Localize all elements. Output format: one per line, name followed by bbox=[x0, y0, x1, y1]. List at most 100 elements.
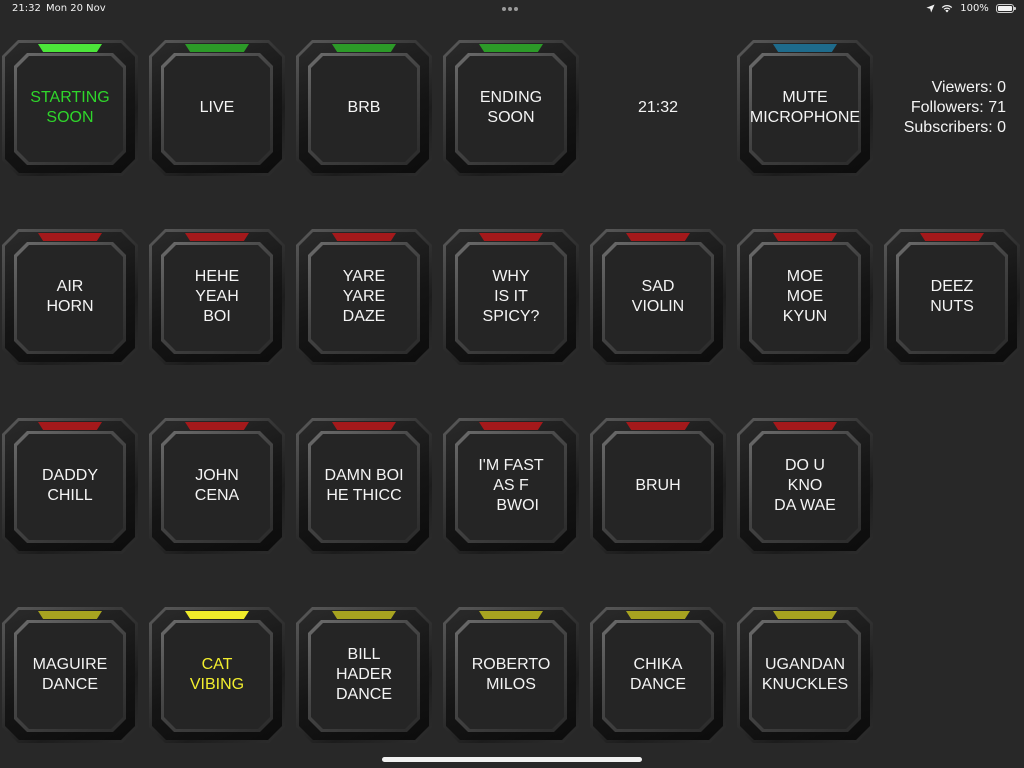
key-led-indicator bbox=[185, 233, 249, 241]
key-face bbox=[164, 245, 270, 351]
key-led-indicator bbox=[773, 611, 837, 619]
key-led-indicator bbox=[38, 44, 102, 52]
home-indicator[interactable] bbox=[382, 757, 642, 762]
key-label: BRUH bbox=[635, 477, 681, 494]
key-led-indicator bbox=[332, 422, 396, 430]
maguire-dance-button[interactable]: MAGUIRE DANCE bbox=[2, 607, 138, 743]
ending-soon-button[interactable]: ENDING SOON bbox=[443, 40, 579, 176]
key-led-indicator bbox=[38, 422, 102, 430]
status-date: Mon 20 Nov bbox=[46, 3, 106, 14]
key-led-indicator bbox=[920, 233, 984, 241]
do-u-kno-da-wae-button[interactable]: DO U KNO DA WAE bbox=[737, 418, 873, 554]
im-fast-as-f-bwoi-button[interactable]: I'M FAST AS F BWOI bbox=[443, 418, 579, 554]
wifi-icon bbox=[941, 4, 953, 13]
key-label: AIR HORN bbox=[46, 278, 94, 315]
key-face bbox=[311, 623, 417, 729]
key-label: ENDING SOON bbox=[479, 89, 543, 126]
key-led-indicator bbox=[626, 422, 690, 430]
viewers-count: Viewers: 0 bbox=[931, 79, 1006, 96]
key-led-indicator bbox=[479, 233, 543, 241]
deez-nuts-button[interactable]: DEEZ NUTS bbox=[884, 229, 1020, 365]
key-label: MOE MOE KYUN bbox=[782, 268, 828, 325]
key-label: DO U KNO DA WAE bbox=[774, 457, 836, 514]
yare-yare-daze-button[interactable]: YARE YARE DAZE bbox=[296, 229, 432, 365]
key-label: I'M FAST AS F BWOI bbox=[478, 457, 544, 514]
hehe-yeah-boi-button[interactable]: HEHE YEAH BOI bbox=[149, 229, 285, 365]
key-face bbox=[17, 434, 123, 540]
key-face bbox=[752, 245, 858, 351]
key-led-indicator bbox=[479, 611, 543, 619]
key-led-indicator bbox=[185, 422, 249, 430]
cat-vibing-button[interactable]: CAT VIBING bbox=[149, 607, 285, 743]
mute-microphone-button[interactable]: MUTE MICROPHONE bbox=[737, 40, 873, 176]
key-label: STARTING SOON bbox=[30, 89, 110, 126]
key-label: JOHN CENA bbox=[194, 467, 240, 504]
key-face bbox=[164, 434, 270, 540]
key-led-indicator bbox=[38, 611, 102, 619]
key-label: MUTE MICROPHONE bbox=[749, 89, 861, 126]
key-face bbox=[752, 623, 858, 729]
key-label: DADDY CHILL bbox=[41, 467, 98, 504]
key-label: BILL HADER DANCE bbox=[335, 646, 392, 703]
key-face bbox=[164, 56, 270, 162]
key-led-indicator bbox=[773, 44, 837, 52]
bruh-button[interactable]: BRUH bbox=[590, 418, 726, 554]
key-face bbox=[605, 434, 711, 540]
key-label: BRB bbox=[347, 99, 381, 116]
status-indicators: 100% bbox=[926, 3, 1016, 15]
key-label: WHY IS IT SPICY? bbox=[482, 268, 540, 325]
key-label: DEEZ NUTS bbox=[930, 278, 974, 315]
key-face bbox=[605, 245, 711, 351]
key-face bbox=[311, 56, 417, 162]
key-led-indicator bbox=[38, 233, 102, 241]
key-label: UGANDAN KNUCKLES bbox=[761, 656, 849, 693]
key-face bbox=[311, 434, 417, 540]
key-led-indicator bbox=[773, 233, 837, 241]
key-label: CHIKA DANCE bbox=[629, 656, 686, 693]
key-face bbox=[17, 56, 123, 162]
key-label: SAD VIOLIN bbox=[631, 278, 685, 315]
damn-boi-he-thicc-button[interactable]: DAMN BOI HE THICC bbox=[296, 418, 432, 554]
key-led-indicator bbox=[773, 422, 837, 430]
key-face bbox=[752, 434, 858, 540]
ugandan-knuckles-button[interactable]: UGANDAN KNUCKLES bbox=[737, 607, 873, 743]
subscribers-count: Subscribers: 0 bbox=[903, 119, 1006, 136]
key-face bbox=[311, 245, 417, 351]
roberto-milos-button[interactable]: ROBERTO MILOS bbox=[443, 607, 579, 743]
battery-icon bbox=[996, 4, 1016, 13]
bill-hader-dance-button[interactable]: BILL HADER DANCE bbox=[296, 607, 432, 743]
key-led-indicator bbox=[185, 44, 249, 52]
key-label: CAT VIBING bbox=[189, 656, 245, 693]
key-led-indicator bbox=[332, 233, 396, 241]
clock-display: 21:32 bbox=[637, 99, 679, 116]
live-button[interactable]: LIVE bbox=[149, 40, 285, 176]
brb-button[interactable]: BRB bbox=[296, 40, 432, 176]
multitasking-dots-icon[interactable] bbox=[502, 7, 522, 11]
daddy-chill-button[interactable]: DADDY CHILL bbox=[2, 418, 138, 554]
sad-violin-button[interactable]: SAD VIOLIN bbox=[590, 229, 726, 365]
key-led-indicator bbox=[479, 44, 543, 52]
why-is-it-spicy-button[interactable]: WHY IS IT SPICY? bbox=[443, 229, 579, 365]
key-face bbox=[164, 623, 270, 729]
key-face bbox=[605, 623, 711, 729]
key-label: YARE YARE DAZE bbox=[342, 268, 386, 325]
key-label: ROBERTO MILOS bbox=[471, 656, 551, 693]
status-time: 21:32 bbox=[12, 3, 41, 14]
key-label: HEHE YEAH BOI bbox=[194, 268, 240, 325]
key-face bbox=[458, 434, 564, 540]
starting-soon-button[interactable]: STARTING SOON bbox=[2, 40, 138, 176]
location-arrow-icon bbox=[926, 4, 935, 13]
key-led-indicator bbox=[479, 422, 543, 430]
key-face bbox=[458, 623, 564, 729]
john-cena-button[interactable]: JOHN CENA bbox=[149, 418, 285, 554]
stream-stats: Viewers: 0 Followers: 71 Subscribers: 0 bbox=[876, 40, 1006, 176]
key-face bbox=[17, 623, 123, 729]
air-horn-button[interactable]: AIR HORN bbox=[2, 229, 138, 365]
key-led-indicator bbox=[626, 611, 690, 619]
key-face bbox=[458, 56, 564, 162]
followers-count: Followers: 71 bbox=[910, 99, 1006, 116]
moe-moe-kyun-button[interactable]: MOE MOE KYUN bbox=[737, 229, 873, 365]
status-bar: 21:32 Mon 20 Nov 100% bbox=[0, 0, 1024, 18]
chika-dance-button[interactable]: CHIKA DANCE bbox=[590, 607, 726, 743]
